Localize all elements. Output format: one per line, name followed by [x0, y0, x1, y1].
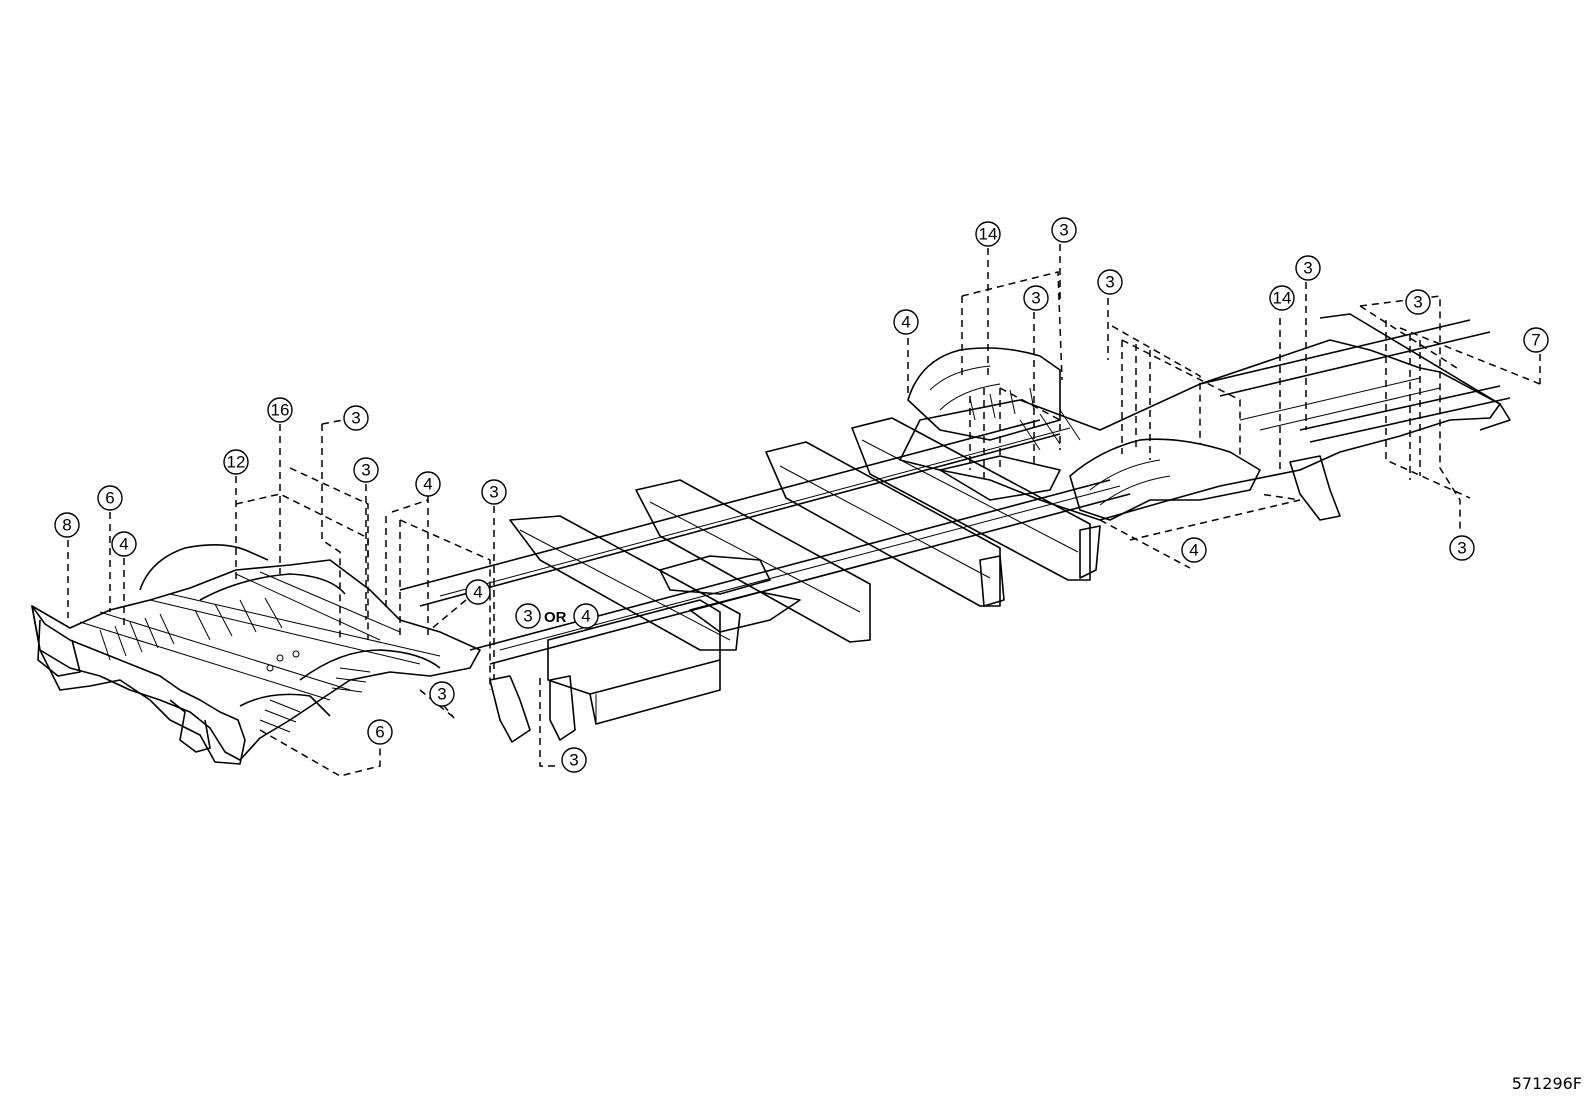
callout-4-label: 12	[227, 453, 246, 472]
callout-9-label: 3	[489, 483, 498, 502]
or-label: OR	[544, 609, 567, 626]
callout-6: 3	[343, 405, 369, 431]
callout-18-label: 3	[1059, 221, 1068, 240]
callout-16: 4	[893, 309, 919, 335]
callout-19: 3	[1023, 285, 1049, 311]
callout-8: 4	[415, 471, 441, 497]
leader-lines	[67, 244, 1541, 777]
callout-2-label: 6	[105, 489, 114, 508]
callout-23-label: 3	[1413, 293, 1422, 312]
callout-12: 4	[573, 603, 599, 629]
callout-5-label: 16	[271, 401, 290, 420]
callout-22: 3	[1295, 255, 1321, 281]
rear-floor-assembly	[899, 313, 1511, 607]
callout-11-label: 3	[523, 607, 532, 626]
callout-9: 3	[481, 479, 507, 505]
callout-7: 3	[353, 457, 379, 483]
callout-21-label: 14	[1273, 289, 1292, 308]
figure-code: 571296F	[1511, 1074, 1582, 1093]
callout-15-label: 3	[569, 751, 578, 770]
middle-floor-frame	[399, 417, 1131, 743]
callout-15: 3	[561, 747, 587, 773]
callout-22-label: 3	[1303, 259, 1312, 278]
callout-20: 3	[1097, 269, 1123, 295]
callout-1: 8	[54, 512, 80, 538]
callout-26: 3	[1449, 535, 1475, 561]
callout-1-label: 8	[62, 516, 71, 535]
callout-17-label: 14	[979, 225, 998, 244]
callout-3: 4	[111, 531, 137, 557]
callout-25-label: 4	[1189, 541, 1198, 560]
callout-10: 4	[465, 579, 491, 605]
callout-14-label: 6	[375, 723, 384, 742]
callout-13-label: 3	[437, 685, 446, 704]
callout-3-label: 4	[119, 535, 128, 554]
callout-24-label: 7	[1531, 331, 1540, 350]
callout-19-label: 3	[1031, 289, 1040, 308]
callout-20-label: 3	[1105, 273, 1114, 292]
callout-10-label: 4	[473, 583, 482, 602]
callout-24: 7	[1523, 327, 1549, 353]
callout-25: 4	[1181, 537, 1207, 563]
callout-4: 12	[223, 449, 249, 475]
callout-7-label: 3	[361, 461, 370, 480]
callout-18: 3	[1051, 217, 1077, 243]
callout-2: 6	[97, 485, 123, 511]
callout-16-label: 4	[901, 313, 910, 332]
callout-14: 6	[367, 719, 393, 745]
callout-17: 14	[975, 221, 1001, 247]
callout-8-label: 4	[423, 475, 432, 494]
callout-13: 3	[429, 681, 455, 707]
callout-6-label: 3	[351, 409, 360, 428]
callout-23: 3	[1405, 289, 1431, 315]
callout-5: 16	[267, 397, 293, 423]
front-floor-assembly	[31, 544, 481, 765]
callout-26-label: 3	[1457, 539, 1466, 558]
callout-21: 14	[1269, 285, 1295, 311]
callout-12-label: 4	[581, 607, 590, 626]
callout-11: 3	[515, 603, 541, 629]
